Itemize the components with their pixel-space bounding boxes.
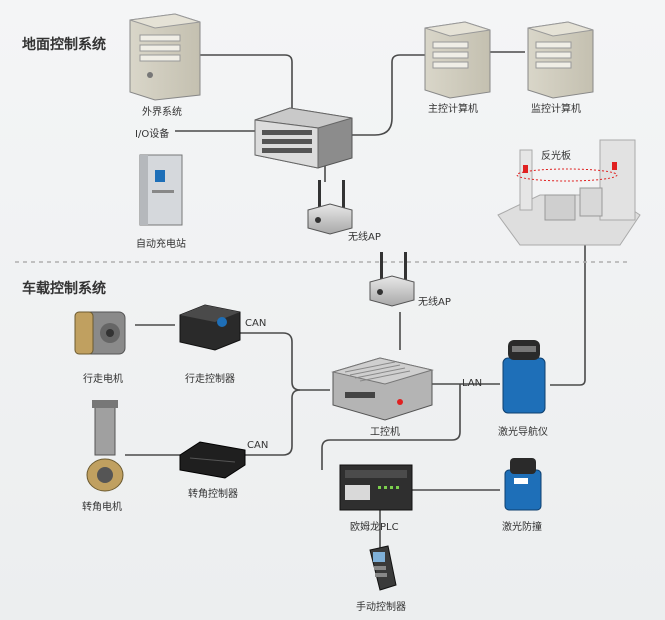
wireless-ap-icon-1 — [307, 180, 353, 235]
laser-guard-icon — [504, 458, 542, 511]
can-label-2: CAN — [247, 440, 269, 451]
industrial-pc-icon — [331, 357, 434, 421]
monitor-computer-icon — [527, 21, 594, 99]
steering-controller-icon — [179, 441, 246, 479]
monitor-computer-label: 监控计算机 — [531, 104, 581, 115]
connection-lines — [125, 51, 586, 548]
reflector-scene-icon — [497, 139, 641, 246]
steering-motor-icon — [86, 400, 124, 492]
plc-label: 欧姆龙PLC — [350, 522, 399, 533]
steering-motor-label: 转角电机 — [82, 502, 122, 513]
line-steer-ctrl-to-ipc — [245, 389, 301, 456]
line-switch-to-main — [350, 54, 425, 136]
handheld-label: 手动控制器 — [356, 602, 406, 613]
external-system-icon — [129, 13, 201, 101]
line-lan-to-plc — [321, 384, 461, 470]
main-computer-label: 主控计算机 — [428, 104, 478, 115]
can-label-1: CAN — [245, 318, 267, 329]
drive-motor-icon — [74, 311, 126, 355]
ipc-label: 工控机 — [370, 427, 400, 438]
ground-system-title: 地面控制系统 — [22, 37, 106, 53]
vehicle-system-title: 车载控制系统 — [22, 281, 106, 297]
network-switch-icon — [254, 107, 353, 169]
plc-icon — [339, 464, 413, 511]
lan-label: LAN — [462, 378, 483, 389]
external-system-label: 外界系统 — [142, 107, 182, 118]
charging-station-label: 自动充电站 — [136, 239, 186, 250]
steering-controller-label: 转角控制器 — [188, 489, 238, 500]
wireless-ap-icon-2 — [369, 252, 415, 307]
line-drive-ctrl-to-ipc — [240, 332, 330, 391]
wireless-ap-label-2: 无线AP — [418, 297, 451, 308]
line-external-to-switch — [198, 54, 293, 112]
handheld-icon — [369, 545, 397, 591]
charging-station-icon — [139, 154, 183, 226]
wireless-ap-label-1: 无线AP — [348, 232, 381, 243]
laser-nav-label: 激光导航仪 — [498, 427, 548, 438]
io-device-label: I/O设备 — [135, 129, 170, 140]
laser-nav-icon — [502, 340, 546, 414]
main-computer-icon — [424, 21, 491, 99]
drive-controller-icon — [179, 304, 241, 351]
drive-motor-label: 行走电机 — [83, 374, 123, 385]
laser-guard-label: 激光防撞 — [502, 522, 542, 533]
drive-controller-label: 行走控制器 — [185, 374, 235, 385]
line-reflector-to-nav — [550, 245, 586, 386]
reflector-label: 反光板 — [541, 151, 571, 162]
